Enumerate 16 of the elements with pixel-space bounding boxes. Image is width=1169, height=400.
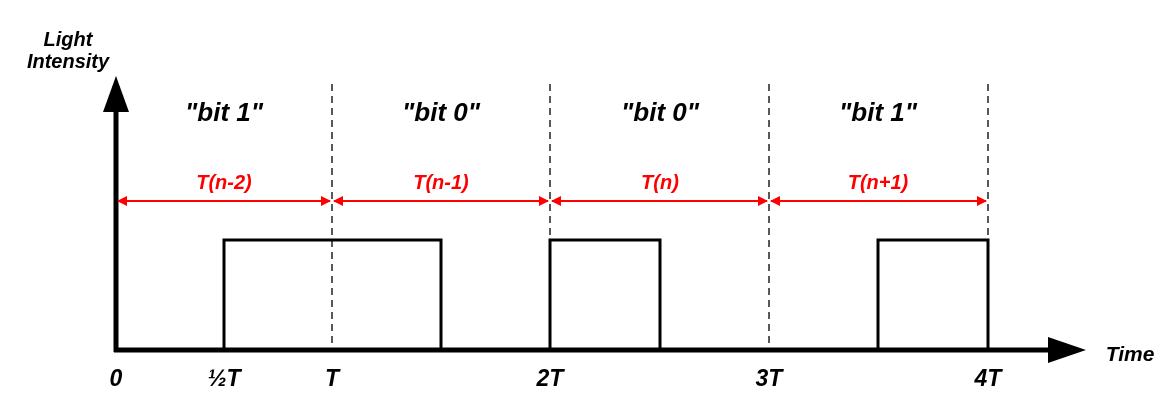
tick-label: 0: [109, 366, 123, 392]
tick-label: ½T: [207, 366, 241, 392]
tick-label: T: [324, 366, 340, 392]
period-label: T(n+1): [847, 171, 909, 193]
bit-label: "bit 0": [620, 98, 700, 127]
axis-title: Time: [1105, 342, 1155, 366]
period-label: T(n-1): [413, 171, 469, 193]
axis-title: Light Intensity: [25, 28, 111, 72]
period-label: T(n-2): [196, 171, 252, 193]
tick-label: 2T: [536, 366, 564, 392]
tick-label: 4T: [974, 366, 1002, 392]
bit-label: "bit 1": [184, 98, 264, 127]
bit-label: "bit 1": [838, 98, 918, 127]
period-label: T(n): [641, 171, 679, 193]
bit-label: "bit 0": [401, 98, 481, 127]
tick-label: 3T: [755, 366, 783, 392]
